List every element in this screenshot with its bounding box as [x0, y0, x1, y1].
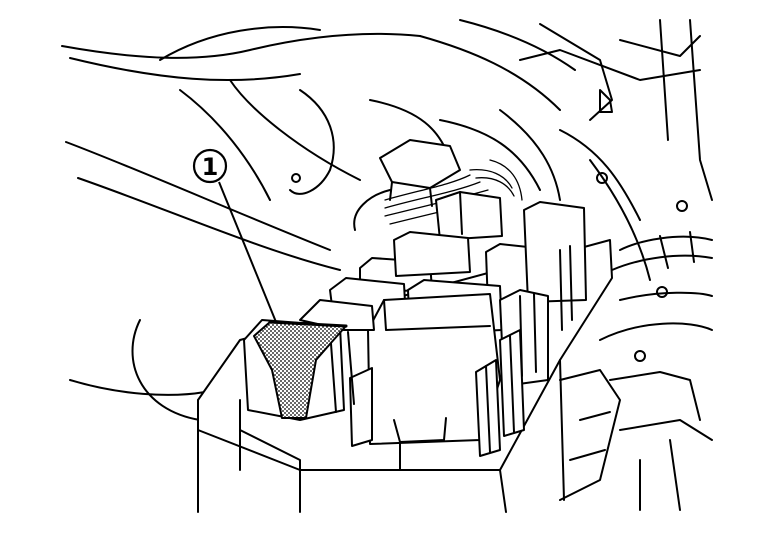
callout-1: 1	[192, 148, 277, 323]
wiring-harness	[353, 139, 523, 241]
background-contours	[61, 19, 713, 421]
callout-circle	[192, 148, 228, 184]
callout-leader-line	[218, 181, 277, 323]
coolant-hoses	[559, 231, 713, 511]
callout-number: 1	[202, 153, 219, 181]
